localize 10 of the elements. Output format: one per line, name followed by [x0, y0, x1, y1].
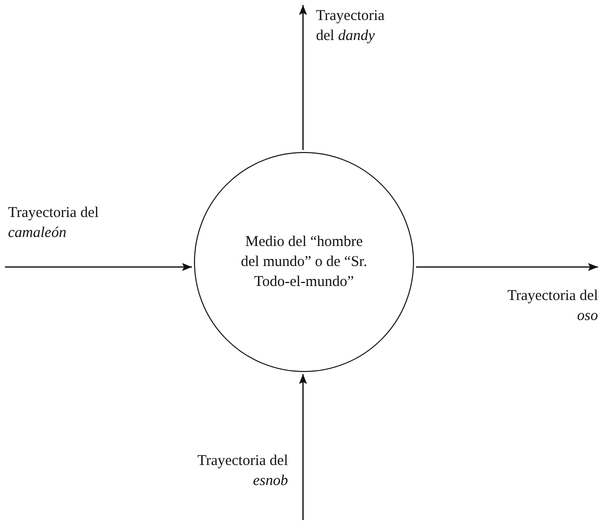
node-text: Medio del “hombre del mundo” o de “Sr. Todo-el-mundo”: [240, 232, 368, 292]
arrow: [299, 374, 307, 520]
arrow: [5, 263, 192, 271]
environment-circle: [194, 152, 414, 372]
trajectory-label: Trayectoria del camaleón: [5, 204, 115, 267]
trajectory-label: Trayectoria del oso: [498, 267, 598, 326]
arrow: [416, 263, 598, 271]
arrow: [299, 5, 307, 150]
trajectory-label: Trayectoria del dandy: [303, 5, 403, 46]
trajectory-label: Trayectoria del esnob: [193, 452, 303, 520]
